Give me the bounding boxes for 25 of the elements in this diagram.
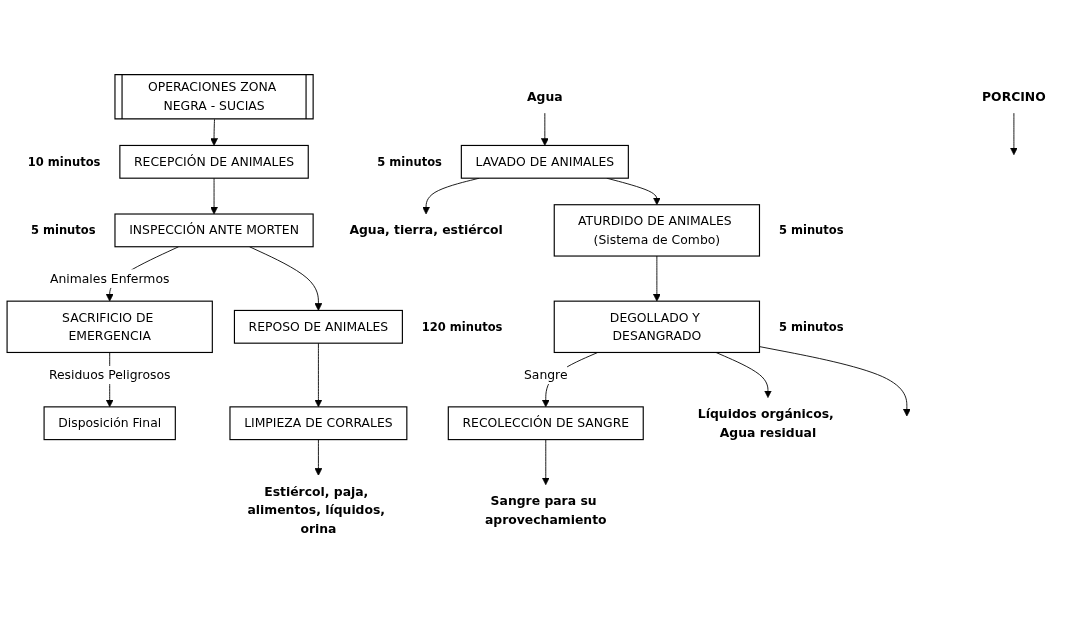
node-label: 5 minutos	[30, 223, 96, 237]
node-label: 5 minutos	[377, 154, 442, 169]
node-box: REPOSO DE ANIMALES	[233, 309, 403, 344]
node-label: 5 minutos	[778, 319, 844, 334]
node-box: INSPECCIÓN ANTE MORTEN	[114, 213, 314, 248]
node-text: Líquidos orgánicos, Agua residual	[697, 406, 834, 440]
node-text: Sangre para su aprovechamiento	[484, 493, 607, 527]
node-label: 120 minutos	[421, 319, 503, 334]
node-text: Agua	[527, 89, 563, 104]
node-label: 5 minutos	[778, 223, 844, 237]
node-text: PORCINO	[982, 89, 1046, 104]
node-box: ATURDIDO DE ANIMALES (Sistema de Combo)	[553, 204, 761, 257]
node-box: DEGOLLADO Y DESANGRADO	[553, 300, 761, 354]
node-text: Estiércol, paja, alimentos, líquidos, orina	[247, 484, 386, 536]
node-box: LAVADO DE ANIMALES	[460, 144, 629, 179]
node-text: Agua, tierra, estiércol	[349, 222, 503, 238]
node-box: SACRIFICIO DE EMERGENCIA	[6, 300, 213, 354]
node-label: 10 minutos	[27, 154, 101, 169]
node-box: LIMPIEZA DE CORRALES	[229, 406, 408, 441]
edge-label: Residuos Peligrosos	[48, 367, 171, 382]
node-box: RECEPCIÓN DE ANIMALES	[119, 144, 309, 179]
node-box: RECOLECCIÓN DE SANGRE	[447, 406, 644, 441]
node-box: Disposición Final	[43, 406, 176, 441]
edge-label: Animales Enfermos	[49, 271, 170, 286]
edge-label: Sangre	[523, 367, 568, 382]
